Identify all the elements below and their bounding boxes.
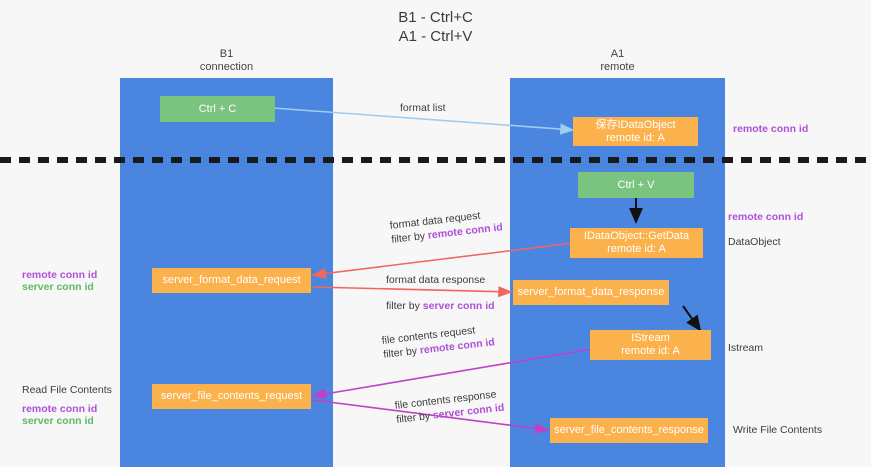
- filter-key: server conn id: [422, 300, 495, 312]
- node-ctrl-c-label: Ctrl + C: [198, 102, 237, 115]
- edge-label-format-list-text: format list: [400, 102, 446, 114]
- lane-b1-subtitle: connection: [199, 61, 254, 73]
- lane-b1-name: B1: [219, 48, 234, 60]
- annotation-left-server-conn-id: server conn id: [22, 281, 94, 293]
- node-server-format-data-request-label: server_format_data_request: [162, 274, 301, 286]
- annotation-left-remote-conn-id-2: remote conn id: [22, 403, 98, 415]
- edge-label-format-data-response-filter: filter by server conn id: [386, 299, 495, 313]
- node-save-idataobject[interactable]: 保存IDataObject remote id: A: [573, 117, 698, 146]
- annotation-right-mid-remote-conn-id: remote conn id: [728, 211, 804, 223]
- annotation-write-file-contents: Write File Contents: [733, 424, 823, 436]
- annotation-left-server-conn-id-2: server conn id: [22, 415, 94, 427]
- annotation-right-top-remote-conn-id: remote conn id: [733, 123, 809, 135]
- node-server-file-contents-response-label: server_file_contents_response: [554, 424, 704, 436]
- node-server-file-contents-response[interactable]: server_file_contents_response: [550, 418, 708, 443]
- node-server-file-contents-request-label: server_file_contents_request: [160, 390, 303, 402]
- filter-prefix: filter by: [395, 409, 434, 426]
- node-istream[interactable]: IStream remote id: A: [590, 330, 711, 360]
- node-istream-line2: remote id: A: [621, 345, 680, 357]
- lane-header-b1: B1 connection: [120, 48, 333, 74]
- annotation-istream: Istream: [728, 342, 764, 354]
- phase-separator-divider: [0, 157, 871, 163]
- page-title: B1 - Ctrl+C A1 - Ctrl+V: [0, 8, 871, 46]
- filter-prefix: filter by: [386, 300, 423, 312]
- node-save-idataobject-line1: 保存IDataObject: [595, 118, 676, 131]
- annotation-read-file-contents: Read File Contents: [22, 384, 112, 396]
- edge-label-file-contents-response: file contents response filter by server …: [394, 387, 505, 427]
- node-ctrl-v[interactable]: Ctrl + V: [578, 172, 694, 198]
- lane-a1-name: A1: [610, 48, 625, 60]
- node-istream-line1: IStream: [631, 332, 670, 344]
- node-server-format-data-request[interactable]: server_format_data_request: [152, 268, 311, 293]
- node-getdata-line2: remote id: A: [607, 243, 666, 255]
- filter-prefix: filter by: [390, 229, 429, 246]
- edge-label-format-data-response-main: format data response: [386, 274, 486, 286]
- node-idataobject-getdata[interactable]: IDataObject::GetData remote id: A: [570, 228, 703, 258]
- node-server-format-data-response-label: server_format_data_response: [517, 286, 665, 298]
- title-line-1: B1 - Ctrl+C: [398, 9, 473, 26]
- node-ctrl-v-label: Ctrl + V: [617, 178, 655, 191]
- node-server-file-contents-request[interactable]: server_file_contents_request: [152, 384, 311, 409]
- node-server-format-data-response[interactable]: server_format_data_response: [513, 280, 669, 305]
- edge-label-file-contents-request: file contents request filter by remote c…: [381, 321, 495, 362]
- node-getdata-line1: IDataObject::GetData: [583, 230, 690, 242]
- node-ctrl-c[interactable]: Ctrl + C: [160, 96, 275, 122]
- edge-label-format-list: format list: [400, 101, 446, 115]
- annotation-dataobject: DataObject: [728, 236, 781, 248]
- node-save-idataobject-line2: remote id: A: [606, 131, 665, 144]
- edge-label-format-data-request: format data request filter by remote con…: [389, 206, 503, 247]
- filter-prefix: filter by: [382, 344, 421, 361]
- title-line-2: A1 - Ctrl+V: [398, 28, 473, 45]
- annotation-left-remote-conn-id: remote conn id: [22, 269, 98, 281]
- lane-header-a1: A1 remote: [510, 48, 725, 74]
- lane-a1-subtitle: remote: [600, 61, 635, 73]
- edge-label-format-data-response: format data response filter by server co…: [386, 273, 495, 313]
